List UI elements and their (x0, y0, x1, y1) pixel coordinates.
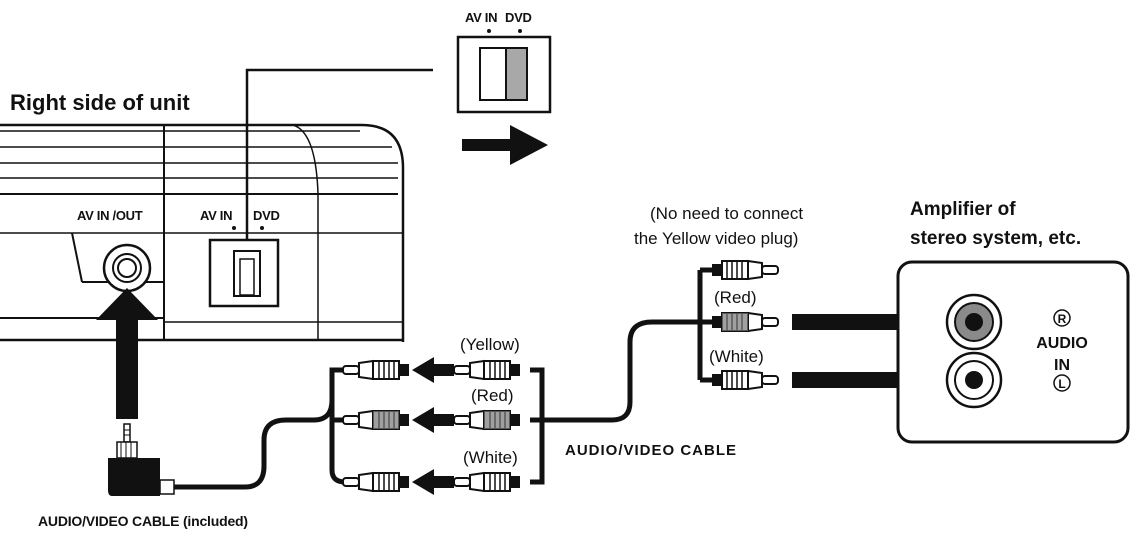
arrow-right-icon (462, 125, 548, 165)
right-plug-yellow (711, 260, 779, 280)
left-plug-red (342, 410, 410, 430)
amp-label-in: IN (1054, 357, 1070, 374)
switch-slider-dvd (505, 47, 528, 101)
amplifier-title-line2: stereo system, etc. (910, 228, 1081, 249)
right-label-red: (Red) (714, 288, 757, 307)
left-cable-caption: AUDIO/VIDEO CABLE (included) (38, 513, 248, 529)
av-jack-icon (102, 243, 152, 293)
left-label-yellow: (Yellow) (460, 335, 520, 354)
amp-label-r: R (1058, 312, 1067, 326)
left-label-red: (Red) (471, 386, 514, 405)
unit-body (0, 123, 405, 342)
right-note-line1: (No need to connect (650, 204, 803, 223)
amplifier-title-line1: Amplifier of (910, 199, 1016, 220)
amp-label-audio: AUDIO (1036, 335, 1088, 352)
unit-title: Right side of unit (10, 90, 190, 115)
switch-inset: AV IN DVD (456, 10, 552, 165)
unit-switch (208, 238, 280, 308)
right-plug-white (711, 370, 779, 390)
middle-cable-line (530, 267, 712, 485)
amp-label-l: L (1058, 377, 1065, 391)
amplifier-panel (896, 260, 1130, 444)
middle-plug-white (453, 472, 521, 492)
left-plug-yellow (342, 360, 410, 380)
audio-in-r-jack-icon (945, 293, 1003, 351)
audio-in-l-jack-icon (945, 351, 1003, 409)
arrow-left-icon (412, 469, 454, 495)
middle-plug-red (453, 410, 521, 430)
unit-jack-label: AV IN /OUT (77, 208, 143, 223)
arrow-left-icon (412, 407, 454, 433)
middle-cable-caption: AUDIO/VIDEO CABLE (565, 442, 737, 459)
left-label-white: (White) (463, 448, 518, 467)
right-plug-red (711, 312, 779, 332)
right-label-white: (White) (709, 347, 764, 366)
unit-switch-label-av-in: AV IN (200, 208, 232, 223)
unit-switch-label-dvd: DVD (253, 208, 280, 223)
left-plug-white (342, 472, 410, 492)
middle-plug-yellow (453, 360, 521, 380)
left-cable-line (174, 367, 346, 490)
right-note-line2: the Yellow video plug) (634, 229, 798, 248)
arrow-up-icon (96, 288, 158, 419)
arrow-left-icon (412, 357, 454, 383)
mini-plug-icon (108, 423, 175, 496)
inset-label-av-in: AV IN (465, 10, 497, 25)
inset-label-dvd: DVD (505, 10, 532, 25)
